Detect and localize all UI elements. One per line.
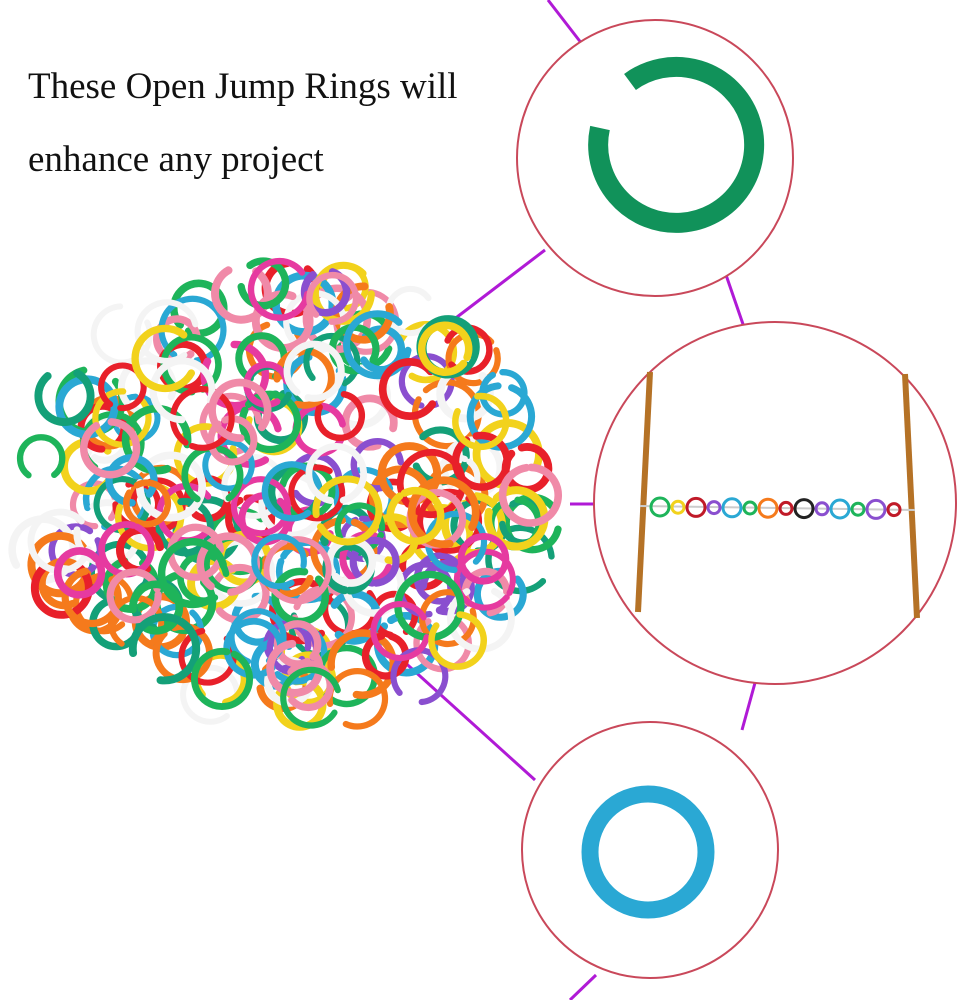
jump-ring xyxy=(457,533,510,585)
chain-ring xyxy=(886,502,902,518)
chain-ring xyxy=(778,500,794,516)
connector-blue xyxy=(398,656,537,782)
headline-line-1: These Open Jump Rings will xyxy=(28,66,458,107)
headline-line-2: enhance any project xyxy=(28,139,324,180)
jump-ring xyxy=(428,611,487,670)
chain-ring xyxy=(721,497,743,519)
jump-ring xyxy=(190,647,254,711)
jump-ring xyxy=(287,660,334,712)
jump-ring xyxy=(247,257,311,321)
jump-ring xyxy=(280,666,341,729)
jump-ring xyxy=(283,340,345,402)
chain-ring xyxy=(742,500,758,516)
chain-ring xyxy=(829,498,851,520)
jump-ring xyxy=(34,369,95,426)
jump-ring xyxy=(327,629,398,699)
jump-ring xyxy=(207,415,258,466)
jump-ring xyxy=(27,508,92,574)
detail-circle-green xyxy=(516,19,794,297)
connector-bottom xyxy=(568,973,598,1000)
jump-ring xyxy=(315,644,378,708)
jump-ring xyxy=(378,358,437,420)
ring-pile xyxy=(8,257,563,731)
jump-ring xyxy=(312,475,383,546)
jump-ring xyxy=(61,567,122,628)
chain-ring xyxy=(670,499,686,515)
jump-ring xyxy=(479,369,528,418)
chain-ring xyxy=(685,496,707,518)
jump-ring xyxy=(271,567,330,626)
chain-ring xyxy=(865,498,887,520)
chain-ring xyxy=(757,497,779,519)
jump-ring xyxy=(106,568,162,624)
jump-ring xyxy=(211,266,272,324)
jump-ring xyxy=(157,538,227,609)
jump-ring xyxy=(370,601,430,661)
jump-ring xyxy=(251,290,314,352)
chain-ring xyxy=(850,501,866,517)
jump-ring xyxy=(158,295,227,364)
jump-ring xyxy=(123,479,172,528)
jump-ring xyxy=(93,476,151,534)
jump-ring xyxy=(452,392,510,451)
jump-ring xyxy=(418,589,477,647)
jump-ring xyxy=(360,325,406,374)
jump-ring xyxy=(131,324,195,393)
bamboo-stick-right xyxy=(902,373,920,619)
jump-ring xyxy=(208,378,272,442)
chain-ring xyxy=(793,498,815,520)
chain-ring xyxy=(649,496,671,518)
jump-ring xyxy=(349,536,400,587)
chain-ring xyxy=(814,501,830,517)
jump-ring xyxy=(390,647,449,706)
jump-ring xyxy=(134,299,199,364)
jump-ring xyxy=(263,536,332,605)
chain-ring xyxy=(706,500,722,516)
jump-ring xyxy=(484,486,549,551)
jump-ring xyxy=(251,533,307,590)
jump-ring xyxy=(424,462,489,525)
jump-ring xyxy=(135,451,207,522)
bamboo-stick-left xyxy=(635,371,653,613)
jump-ring xyxy=(16,434,66,479)
jump-ring xyxy=(238,390,302,454)
jump-ring xyxy=(472,419,543,490)
jump-ring xyxy=(149,357,216,424)
jump-ring xyxy=(305,443,368,504)
ring-chain xyxy=(639,496,916,520)
blue-ring xyxy=(581,785,715,919)
jump-ring xyxy=(306,271,360,325)
jump-ring xyxy=(273,347,335,409)
jump-ring xyxy=(230,476,291,537)
jump-ring xyxy=(55,375,119,439)
jump-ring xyxy=(98,521,155,578)
jump-ring xyxy=(418,321,473,376)
green-ring xyxy=(588,56,765,233)
jump-ring xyxy=(128,613,201,685)
jump-ring xyxy=(314,391,365,441)
connector-mid-upper xyxy=(723,271,747,331)
connector-top xyxy=(546,0,584,45)
jump-ring xyxy=(53,547,106,599)
jump-ring xyxy=(196,532,260,596)
jump-ring xyxy=(90,303,153,366)
jump-ring xyxy=(361,632,410,680)
detail-circle-chain xyxy=(593,321,957,685)
jump-ring xyxy=(105,454,158,507)
jump-ring xyxy=(261,461,323,522)
detail-circle-blue xyxy=(521,721,779,979)
jump-ring xyxy=(424,510,488,574)
jump-ring xyxy=(386,486,445,545)
jump-ring xyxy=(498,463,563,527)
jump-ring xyxy=(98,362,147,412)
jump-ring xyxy=(300,268,351,317)
jump-ring xyxy=(30,561,93,619)
headline: These Open Jump Rings will enhance any p… xyxy=(28,50,518,196)
jump-ring xyxy=(80,418,141,479)
jump-ring xyxy=(325,536,377,587)
jump-ring xyxy=(263,620,312,669)
